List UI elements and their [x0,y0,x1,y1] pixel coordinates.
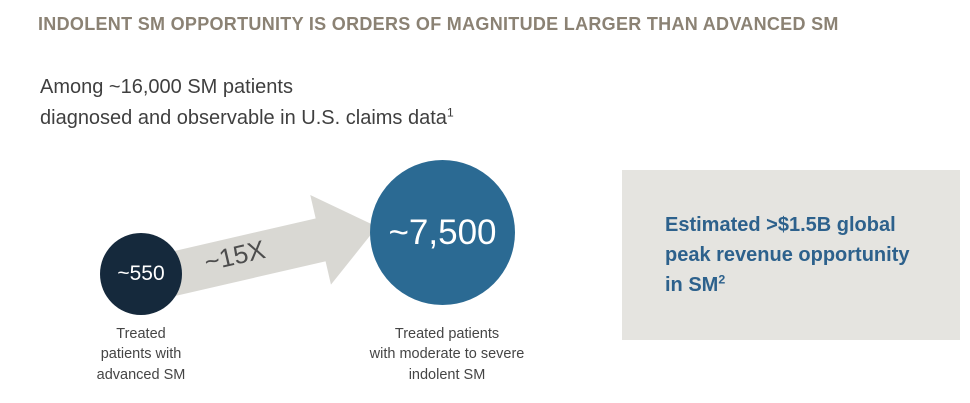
growth-arrow: ~15X [145,181,392,323]
footnote-marker-1: 1 [446,105,454,120]
small-circle: ~550 [100,233,182,315]
slide-title: INDOLENT SM OPPORTUNITY IS ORDERS OF MAG… [38,14,839,34]
caption-line: Treated patients [394,326,500,342]
large-circle-caption: Treated patients with moderate to severe… [347,324,547,385]
slide-subtitle: Among ~16,000 SM patients diagnosed and … [40,72,454,134]
small-circle-value: ~550 [117,262,165,285]
callout-line: Estimated >$1.5B global [665,214,896,236]
small-circle-caption: Treated patients with advanced SM [61,324,221,385]
revenue-callout-text: Estimated >$1.5B global peak revenue opp… [665,210,910,300]
revenue-callout-box: Estimated >$1.5B global peak revenue opp… [622,170,960,340]
footnote-marker-2: 2 [718,272,726,287]
caption-line: Treated [116,326,166,342]
caption-line: patients with [100,346,182,363]
caption-line: with moderate to severe [369,346,525,363]
large-circle-value: ~7,500 [388,212,497,252]
caption-line: indolent SM [408,366,486,383]
caption-line: advanced SM [96,366,186,383]
subtitle-line-2: diagnosed and observable in U.S. claims … [40,105,454,129]
callout-line: in SM2 [665,272,726,296]
large-circle: ~7,500 [370,160,515,305]
subtitle-line-1: Among ~16,000 SM patients [40,76,293,98]
callout-line: peak revenue opportunity [665,244,910,266]
